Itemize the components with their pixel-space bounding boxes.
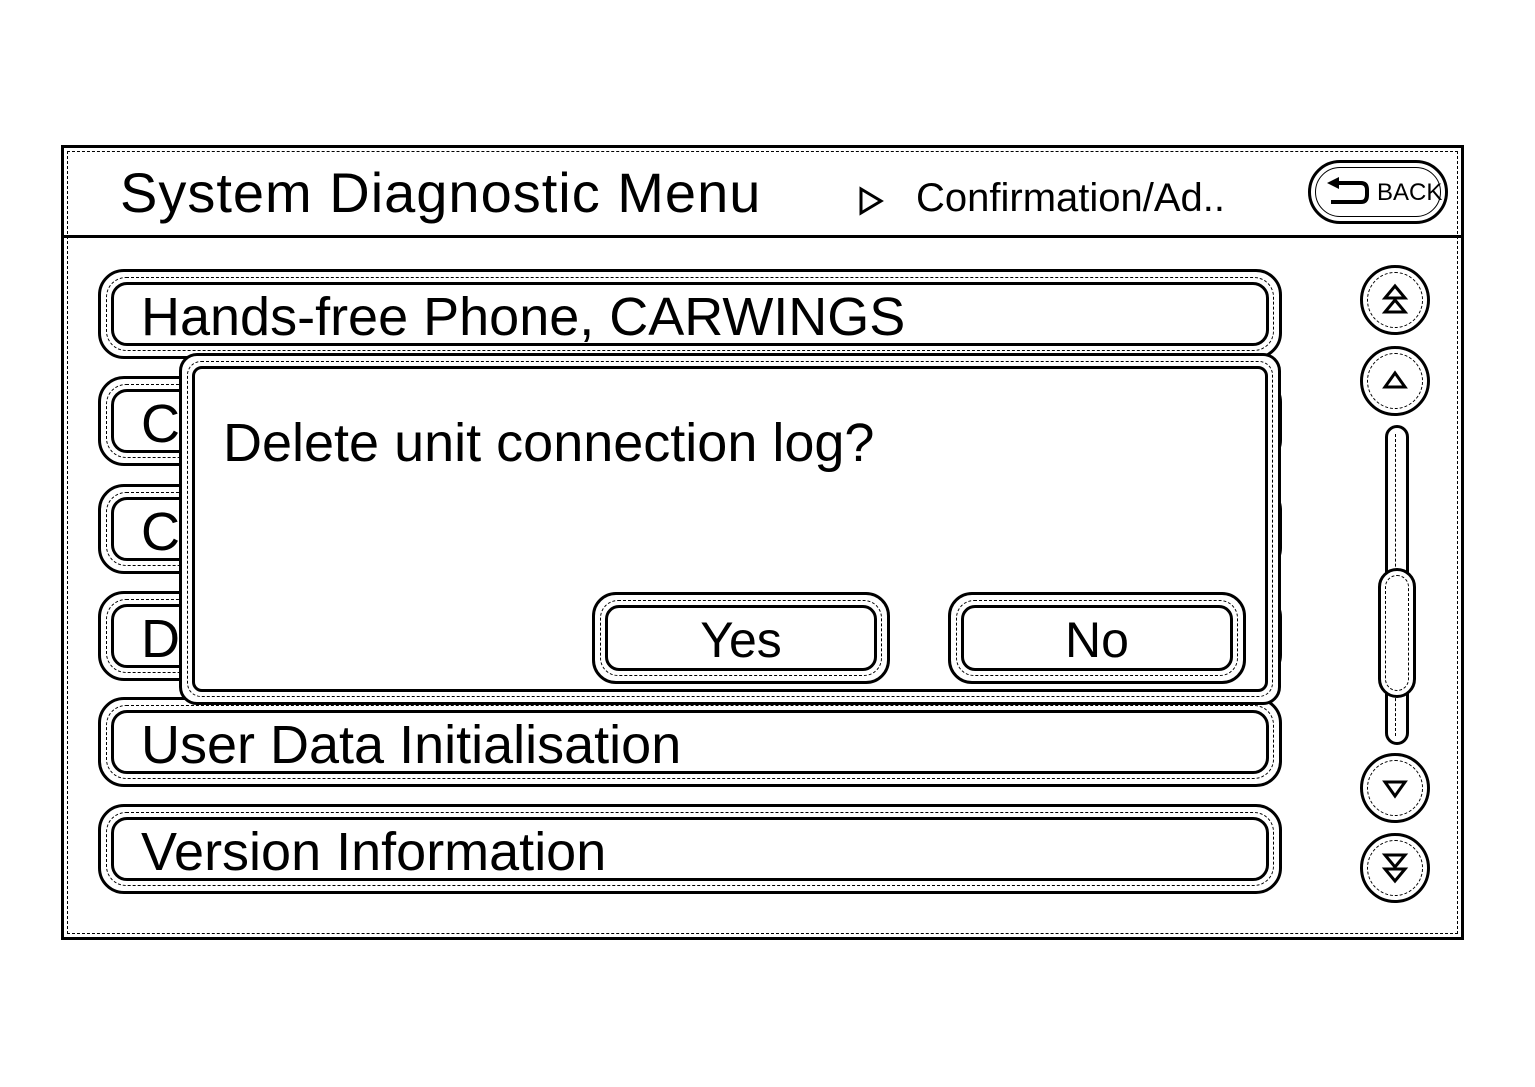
- breadcrumb: Confirmation/Ad..: [916, 176, 1226, 220]
- menu-item-label: Hands-free Phone, CARWINGS: [141, 287, 906, 347]
- confirm-dialog: Delete unit connection log? Yes No: [179, 353, 1281, 705]
- double-chevron-up-icon: [1381, 283, 1409, 314]
- scroll-down-button[interactable]: [1360, 753, 1430, 823]
- yes-button[interactable]: Yes: [592, 592, 890, 684]
- back-arrow-icon: [1327, 177, 1369, 204]
- menu-item-label: D: [141, 609, 180, 669]
- menu-item-version-information[interactable]: Version Information: [98, 804, 1282, 894]
- page-up-button[interactable]: [1360, 265, 1430, 335]
- chevron-up-icon: [1382, 370, 1408, 389]
- menu-item-hands-free-phone[interactable]: Hands-free Phone, CARWINGS: [98, 269, 1282, 359]
- dialog-message: Delete unit connection log?: [223, 413, 875, 473]
- page-title: System Diagnostic Menu: [120, 161, 762, 224]
- page-down-button[interactable]: [1360, 833, 1430, 903]
- menu-item-label: C: [141, 502, 180, 562]
- chevron-down-icon: [1382, 780, 1408, 799]
- double-chevron-down-icon: [1381, 853, 1409, 884]
- breadcrumb-arrow-icon: [859, 186, 884, 216]
- menu-item-label: Version Information: [141, 822, 607, 882]
- header-bar: System Diagnostic Menu Confirmation/Ad..…: [64, 148, 1461, 238]
- diagnostic-screen: System Diagnostic Menu Confirmation/Ad..…: [61, 145, 1464, 940]
- menu-item-label: C: [141, 394, 180, 454]
- no-button-label: No: [1065, 612, 1129, 668]
- back-button[interactable]: BACK: [1308, 160, 1448, 224]
- menu-item-label: User Data Initialisation: [141, 715, 682, 775]
- back-button-label: BACK: [1377, 179, 1443, 206]
- scrollbar-thumb[interactable]: [1378, 567, 1416, 698]
- scroll-up-button[interactable]: [1360, 346, 1430, 416]
- yes-button-label: Yes: [700, 612, 782, 668]
- menu-item-user-data-initialisation[interactable]: User Data Initialisation: [98, 697, 1282, 787]
- no-button[interactable]: No: [948, 592, 1246, 684]
